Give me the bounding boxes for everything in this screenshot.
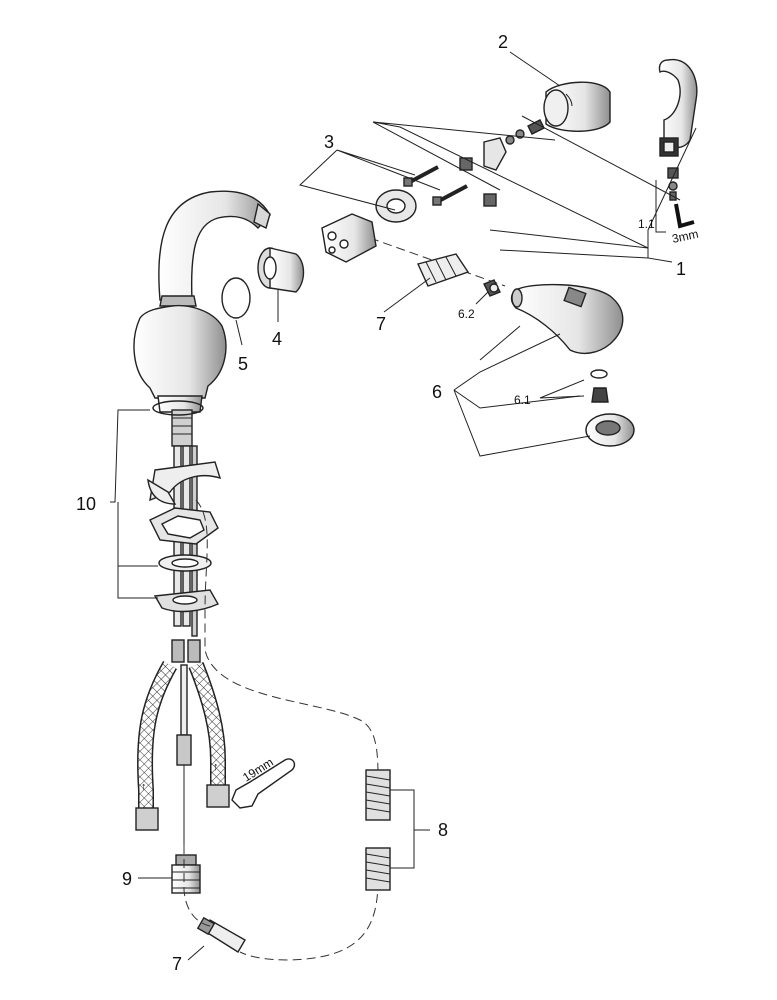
part-6-1-washers xyxy=(590,369,609,403)
part-labels: 2 3 1 1.1 3mm 4 5 7 6.2 6 6.1 10 8 9 7 xyxy=(76,32,700,974)
label-part-8: 8 xyxy=(438,820,448,840)
svg-text:↑: ↑ xyxy=(213,761,219,773)
label-part-9: 9 xyxy=(122,869,132,889)
label-part-7-lower: 7 xyxy=(172,954,182,974)
label-3mm-key: 3mm xyxy=(671,227,700,246)
part-9-adapter xyxy=(171,854,201,894)
label-part-4: 4 xyxy=(272,329,282,349)
spray-face xyxy=(585,413,635,447)
mounting-set-10 xyxy=(147,400,222,613)
label-part-7-upper: 7 xyxy=(376,314,386,334)
supply-hoses: ↑ ↑ xyxy=(135,639,230,845)
label-part-1-1: 1.1 xyxy=(638,217,655,231)
wrench-icon: 19mm xyxy=(231,755,296,809)
part-2-sleeve xyxy=(543,81,611,132)
part-5-oring xyxy=(221,277,251,319)
lever-handle xyxy=(658,58,698,157)
label-part-5: 5 xyxy=(238,354,248,374)
part-4-nut xyxy=(257,247,305,293)
hex-key-icon xyxy=(674,203,695,229)
cartridge xyxy=(321,165,468,263)
part-8-hose-weights xyxy=(365,769,391,891)
pullout-hose-path xyxy=(183,237,506,961)
label-part-10: 10 xyxy=(76,494,96,514)
svg-text:↑: ↑ xyxy=(141,781,147,793)
part-6-handshower xyxy=(510,283,624,355)
label-part-2: 2 xyxy=(498,32,508,52)
label-part-6-2: 6.2 xyxy=(458,307,475,321)
label-part-6: 6 xyxy=(432,382,442,402)
label-part-3: 3 xyxy=(324,132,334,152)
label-part-6-1: 6.1 xyxy=(514,393,531,407)
leader-lines xyxy=(110,51,697,961)
part-7-weight-upper xyxy=(417,253,470,287)
part-7-weight-lower xyxy=(196,916,246,953)
label-part-1: 1 xyxy=(676,259,686,279)
part-1-lever-parts xyxy=(459,119,545,207)
